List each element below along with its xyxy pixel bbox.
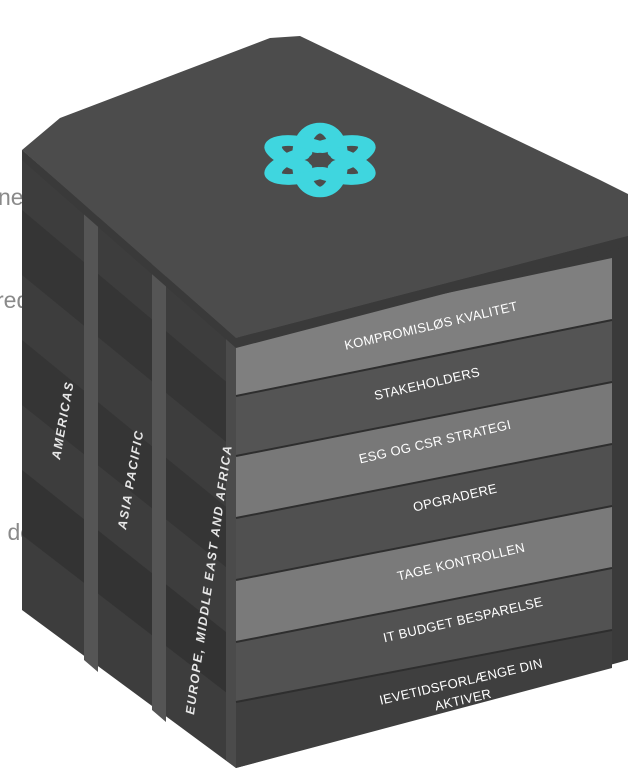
layer-band-5 bbox=[236, 506, 612, 642]
layer-bands bbox=[235, 258, 613, 768]
cube-left-face: AMERICAS ASIA PACIFIC EUROPE, MIDDLE EAS… bbox=[22, 150, 236, 768]
layer-band-4 bbox=[236, 444, 612, 580]
layer-band-6 bbox=[236, 568, 612, 702]
layer-band-7 bbox=[236, 630, 612, 768]
layer-band-2 bbox=[236, 320, 612, 456]
layer-band-3 bbox=[236, 382, 612, 518]
interlocking-loops-star-icon bbox=[264, 122, 376, 198]
layer-band-1 bbox=[236, 258, 612, 396]
